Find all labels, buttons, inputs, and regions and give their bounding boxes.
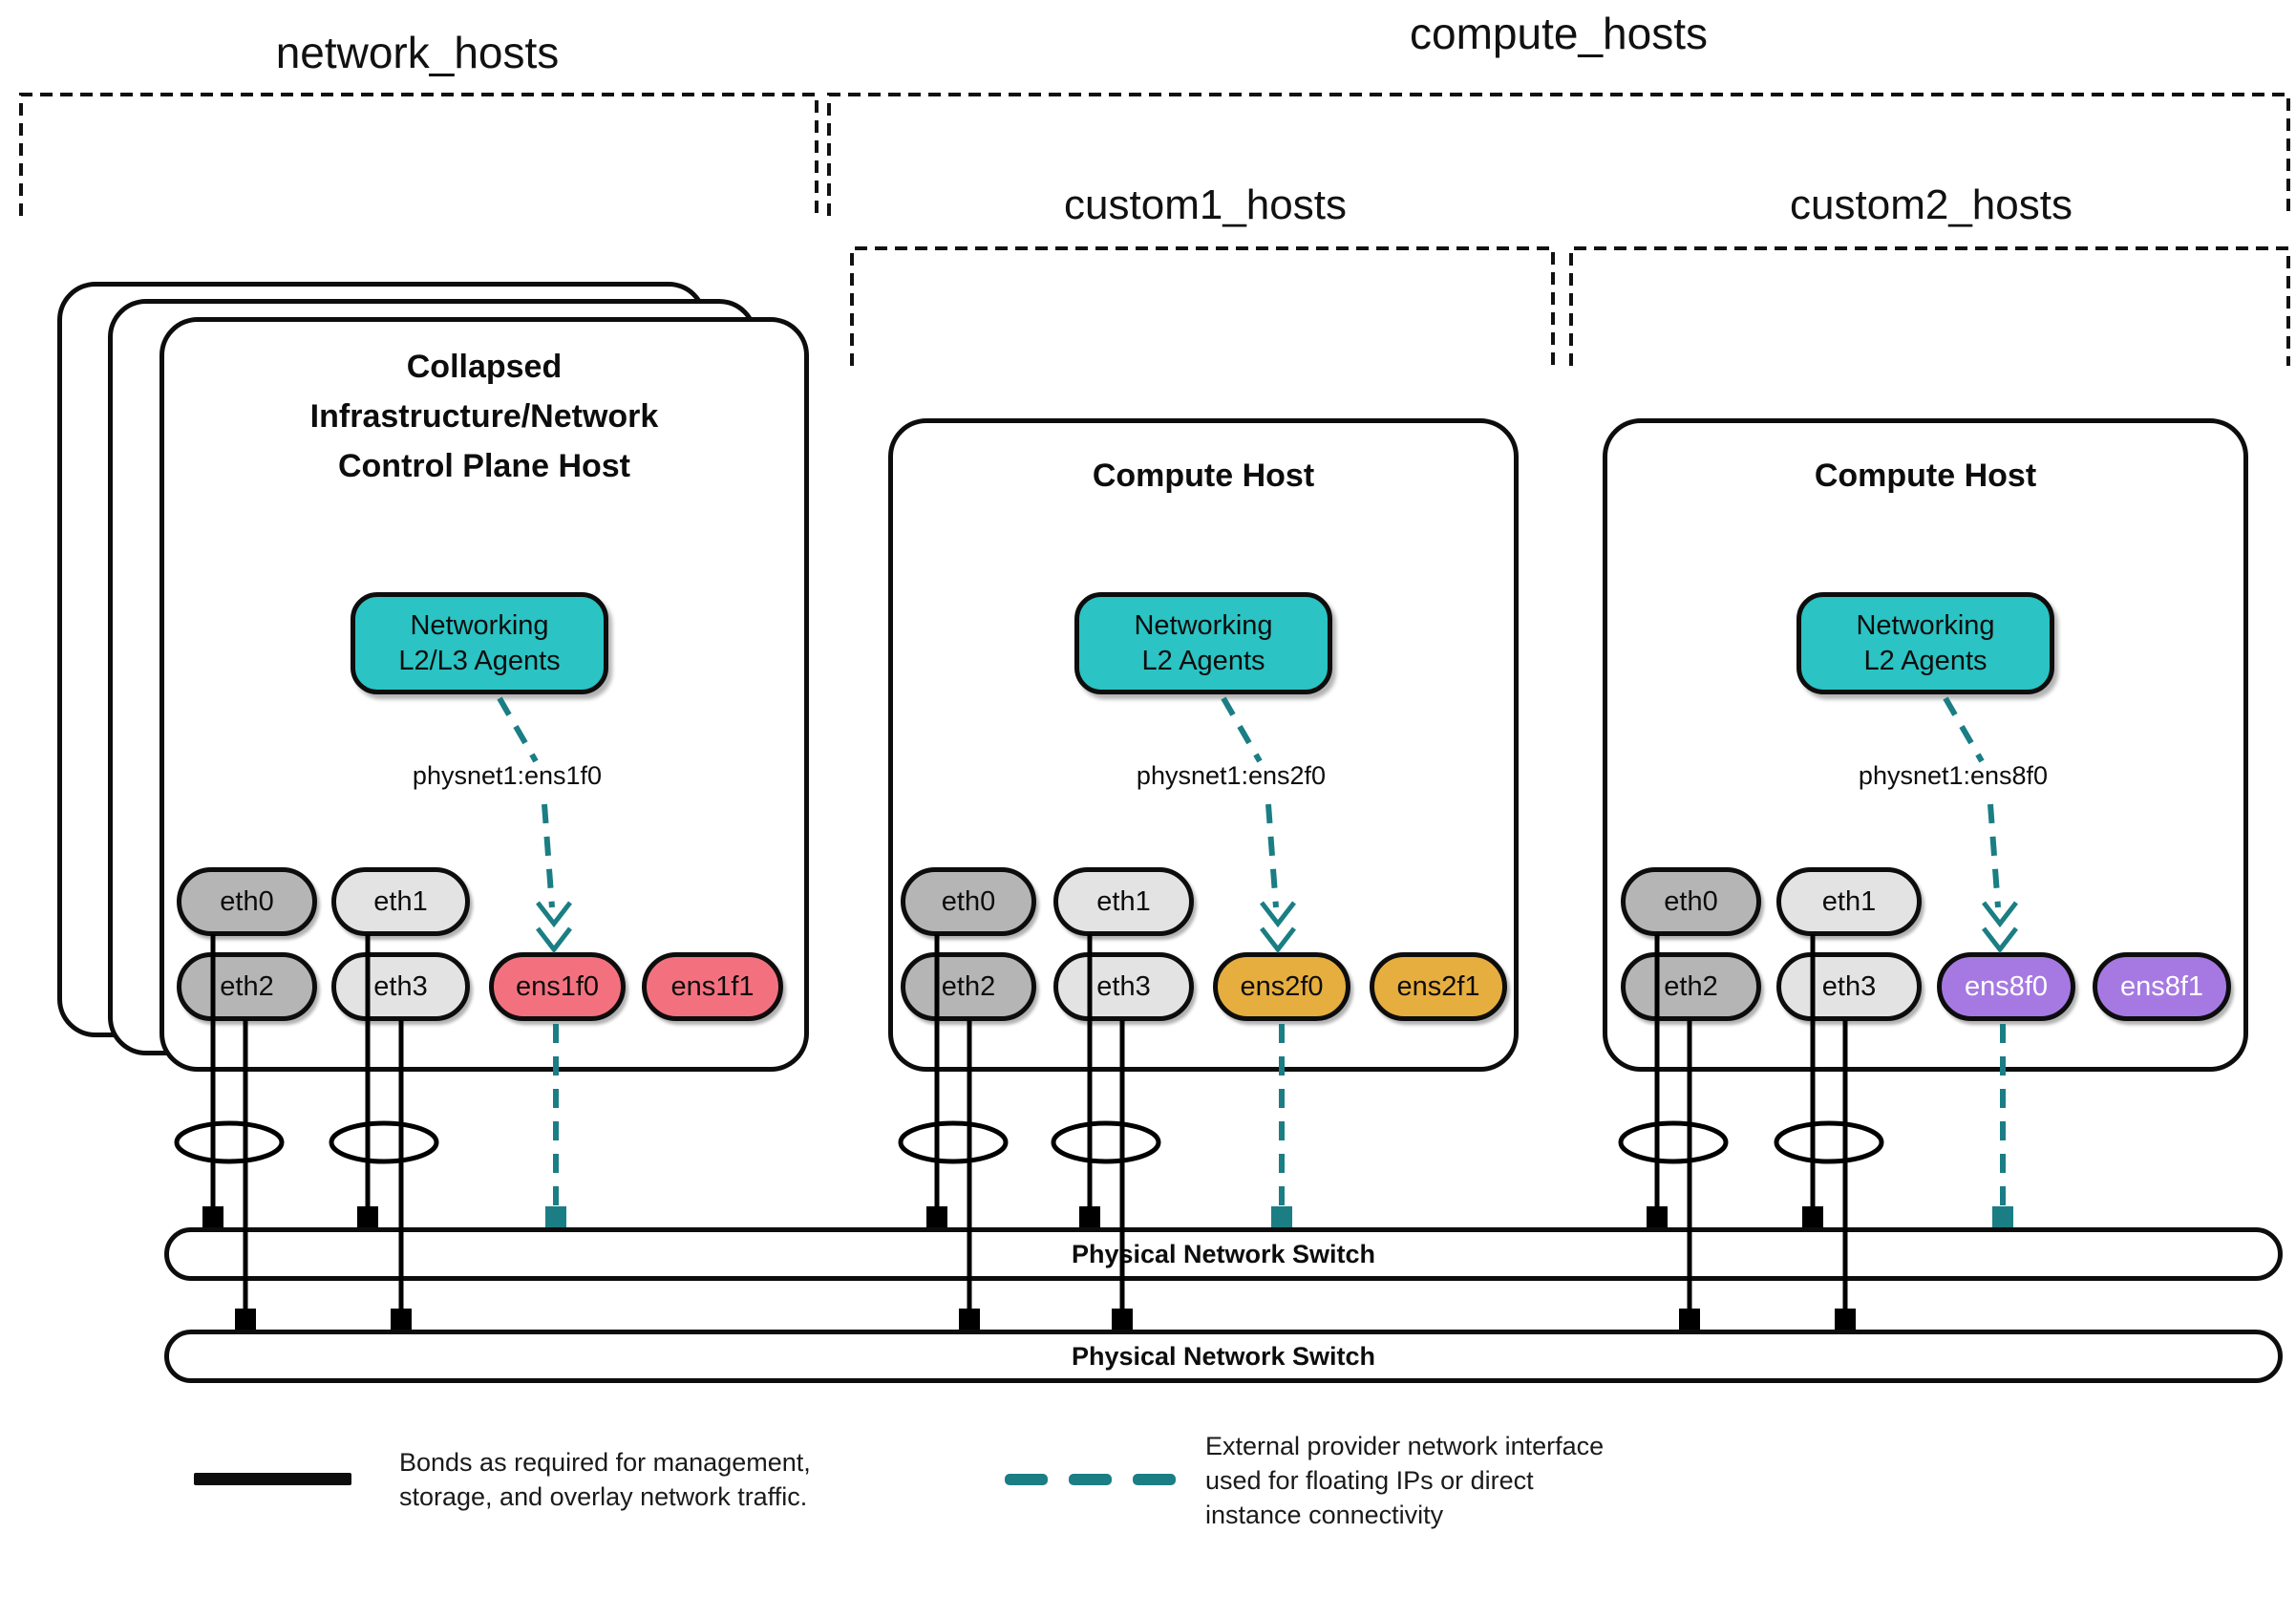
infra-host-title-line3: Control Plane Host [337, 448, 631, 484]
compute1-nic-eth3: eth3 [1053, 952, 1194, 1021]
group-label-custom2-hosts: custom2_hosts [1790, 181, 2073, 228]
compute2-host-title-text: Compute Host [1814, 458, 2037, 494]
provider-port-connectors [545, 1206, 2013, 1227]
legend-bonds-text: Bonds as required for management, storag… [399, 1445, 811, 1514]
infra-agent-line1: Networking [410, 609, 549, 641]
infra-nic-ens1f1: ens1f1 [642, 952, 783, 1021]
compute1-host-title-text: Compute Host [1092, 458, 1315, 494]
compute1-physnet-label: physnet1:ens2f0 [1136, 761, 1327, 790]
infra-nic-eth2: eth2 [177, 952, 317, 1021]
compute1-agent-line1: Networking [1134, 609, 1273, 641]
compute2-agent-line1: Networking [1856, 609, 1995, 641]
legend-provider-text: External provider network interface used… [1205, 1429, 1604, 1532]
group-label-compute-hosts: compute_hosts [1410, 9, 1708, 58]
infra-nic-eth3: eth3 [331, 952, 470, 1021]
compute1-nic-eth1: eth1 [1053, 867, 1194, 936]
compute1-nic-ens2f1: ens2f1 [1370, 952, 1507, 1021]
compute1-nic-ens2f0: ens2f0 [1213, 952, 1350, 1021]
infra-nic-eth0: eth0 [177, 867, 317, 936]
compute2-nic-ens8f0: ens8f0 [1937, 952, 2075, 1021]
compute1-networking-agents-box: Networking L2 Agents [1074, 592, 1332, 694]
legend-bonds-line1: Bonds as required for management, [399, 1448, 811, 1477]
compute2-nic-eth0: eth0 [1621, 867, 1761, 936]
compute2-networking-agents-box: Networking L2 Agents [1796, 592, 2054, 694]
infra-host-box [159, 317, 809, 1072]
compute2-nic-eth3: eth3 [1776, 952, 1922, 1021]
compute2-nic-ens8f1: ens8f1 [2093, 952, 2231, 1021]
physical-network-switch-1-label: Physical Network Switch [1071, 1239, 1376, 1268]
compute1-nic-eth2: eth2 [901, 952, 1036, 1021]
legend-provider-line1: External provider network interface [1205, 1432, 1605, 1460]
legend-bond-line-swatch [194, 1473, 351, 1485]
compute1-agent-line2: L2 Agents [1141, 645, 1265, 676]
compute2-physnet-label: physnet1:ens8f0 [1858, 761, 2049, 790]
infra-host-title-line2: Infrastructure/Network [309, 398, 659, 435]
compute2-nic-eth1: eth1 [1776, 867, 1922, 936]
compute1-host-title: Compute Host [917, 451, 1490, 500]
bond-ellipses [174, 1120, 1884, 1164]
custom2-hosts-bracket [1569, 246, 2290, 366]
physical-network-switch-2: Physical Network Switch [164, 1330, 2283, 1383]
infra-nic-ens1f0: ens1f0 [489, 952, 626, 1021]
compute2-nic-eth2: eth2 [1621, 952, 1761, 1021]
physical-network-switch-1: Physical Network Switch [164, 1227, 2283, 1281]
legend-provider-line3: instance connectivity [1205, 1501, 1444, 1529]
infra-agent-line2: L2/L3 Agents [398, 645, 561, 676]
legend-provider-line-swatch [1005, 1474, 1176, 1485]
network-hosts-bracket [19, 93, 818, 216]
legend-bonds-line2: storage, and overlay network traffic. [399, 1482, 808, 1511]
infra-physnet-label: physnet1:ens1f0 [412, 761, 603, 790]
compute2-host-title: Compute Host [1639, 451, 2212, 500]
custom1-hosts-bracket [850, 246, 1555, 366]
compute2-agent-line2: L2 Agents [1863, 645, 1988, 676]
group-label-network-hosts: network_hosts [275, 28, 560, 77]
compute1-nic-eth0: eth0 [901, 867, 1036, 936]
infra-host-title-line1: Collapsed [406, 349, 563, 385]
infra-host-title: Collapsed Infrastructure/Network Control… [188, 342, 780, 491]
infra-networking-agents-box: Networking L2/L3 Agents [351, 592, 608, 694]
infra-nic-eth1: eth1 [331, 867, 470, 936]
legend-provider-line2: used for floating IPs or direct [1205, 1466, 1534, 1495]
physical-network-switch-2-label: Physical Network Switch [1071, 1341, 1376, 1371]
group-label-custom1-hosts: custom1_hosts [1064, 181, 1347, 228]
